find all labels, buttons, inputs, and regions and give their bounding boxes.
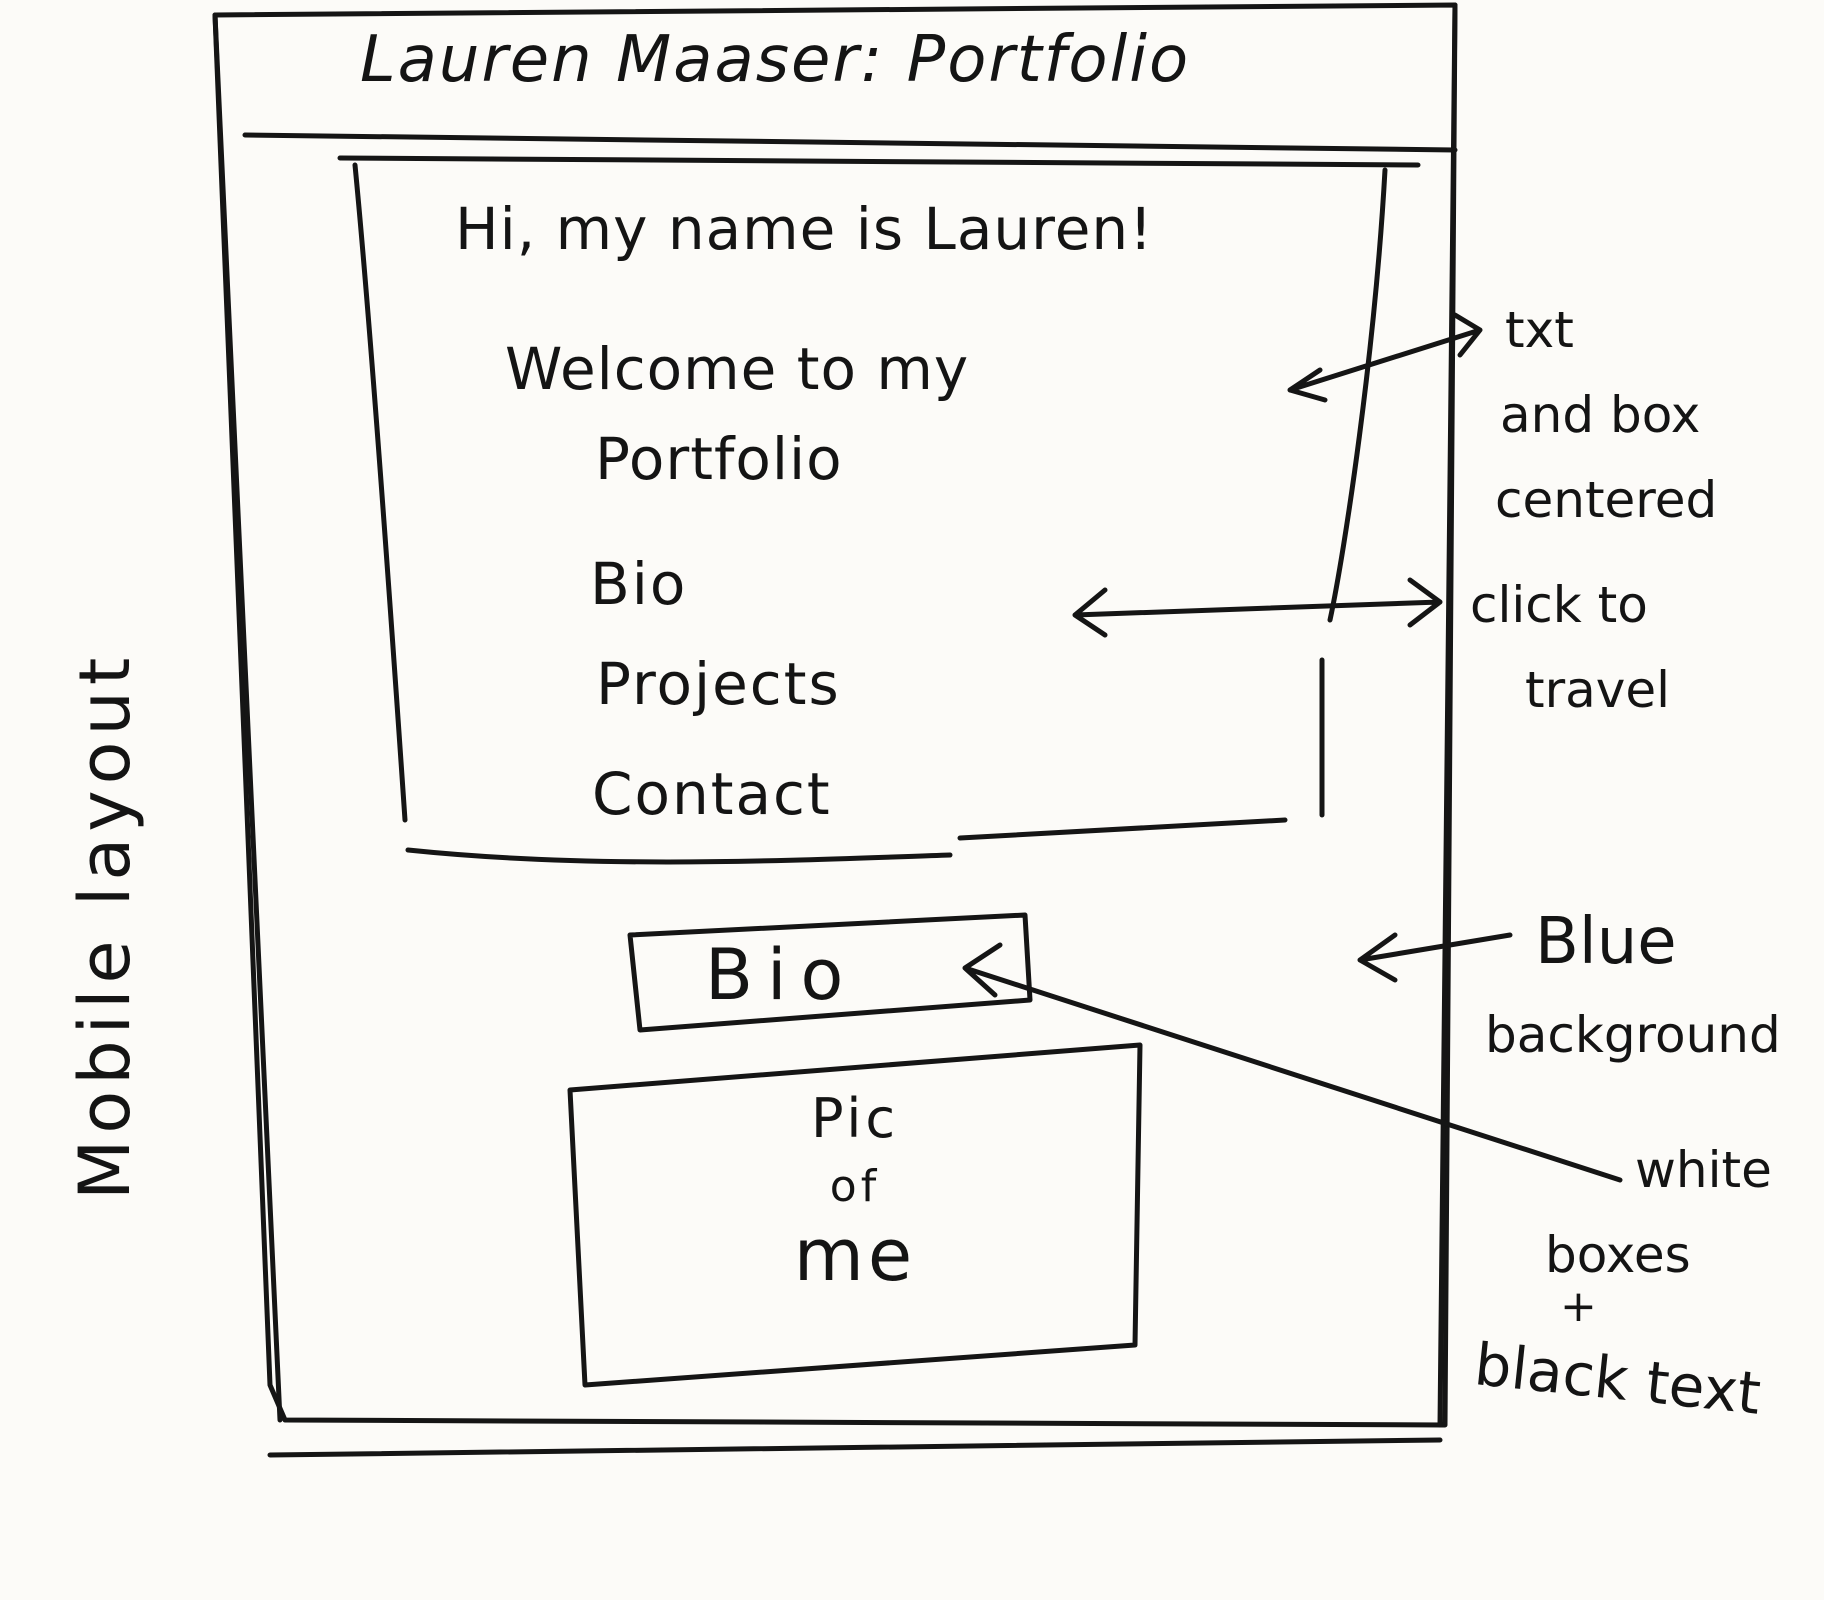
annotation-click-to: click to: [1470, 576, 1648, 634]
annotation-white: white: [1635, 1141, 1772, 1199]
annotation-txt: txt: [1505, 301, 1574, 359]
intro-welcome-line2: Portfolio: [595, 425, 843, 493]
photo-placeholder: Pic of me: [575, 1085, 1135, 1297]
nav-link-contact[interactable]: Contact: [592, 760, 832, 828]
annotation-boxes: boxes: [1545, 1226, 1691, 1284]
annotation-background: background: [1485, 1006, 1781, 1064]
page-title: Lauren Maaser: Portfolio: [360, 23, 1191, 97]
nav-link-projects[interactable]: Projects: [596, 650, 841, 718]
photo-placeholder-line3: me: [793, 1213, 917, 1297]
mobile-layout-label: Mobile layout: [64, 651, 146, 1200]
annotation-and-box: and box: [1500, 386, 1701, 444]
photo-placeholder-line2: of: [829, 1161, 881, 1212]
annotation-centered: centered: [1495, 471, 1718, 529]
bio-section-heading: Bio: [705, 934, 858, 1016]
annotation-blue: Blue: [1535, 905, 1677, 979]
intro-welcome-line1: Welcome to my: [505, 335, 970, 403]
intro-greeting: Hi, my name is Lauren!: [455, 195, 1154, 263]
photo-placeholder-line1: Pic: [810, 1087, 900, 1150]
nav-link-bio[interactable]: Bio: [590, 550, 688, 618]
annotation-travel: travel: [1525, 661, 1671, 719]
annotation-plus: +: [1560, 1281, 1597, 1332]
